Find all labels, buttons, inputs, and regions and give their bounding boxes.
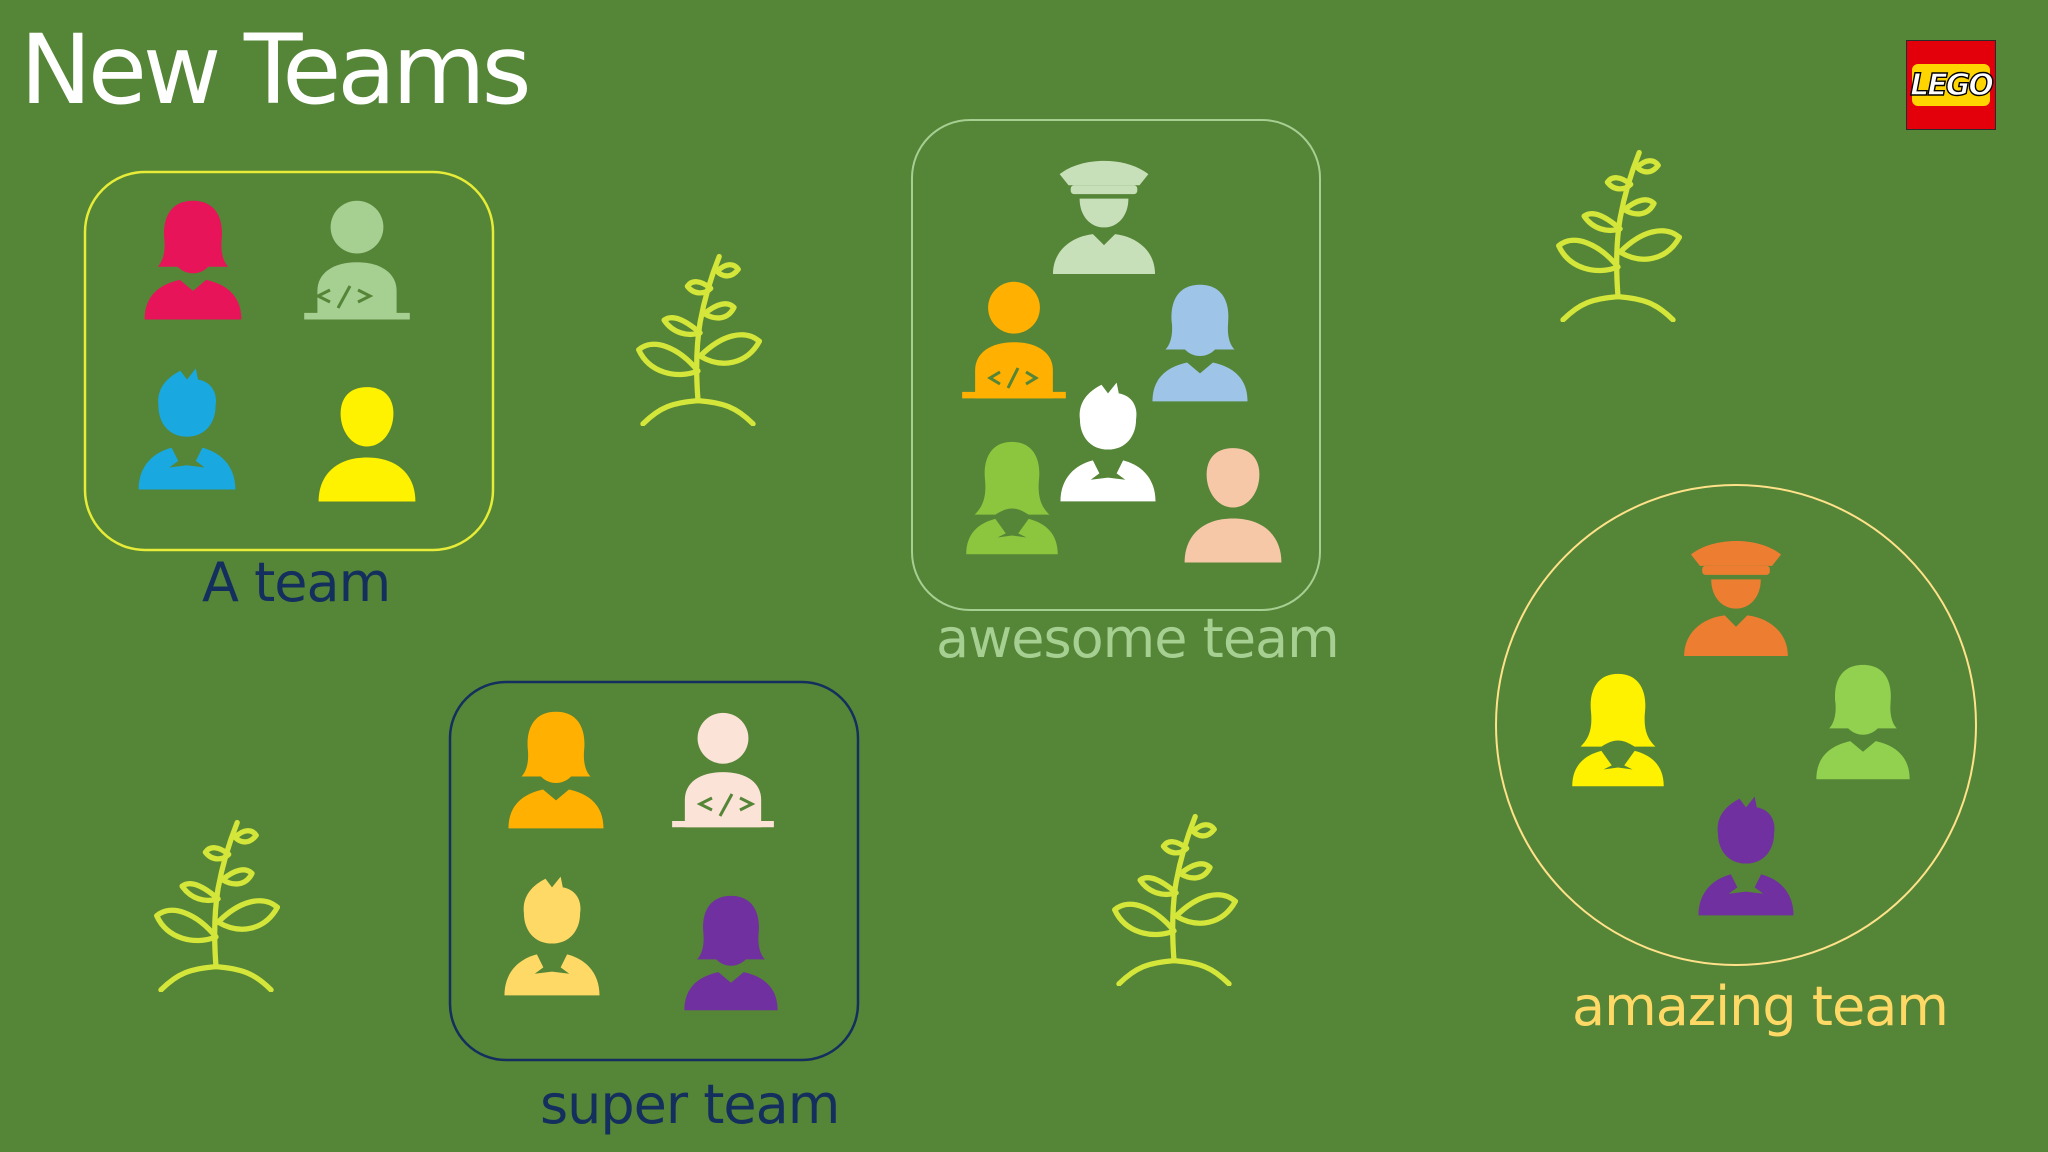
man-avatar (318, 387, 416, 502)
officer-avatar (1052, 160, 1156, 274)
sprout-icon (1115, 817, 1236, 984)
developer-avatar (962, 281, 1066, 399)
slide-title: New Teams (20, 14, 532, 126)
developer-avatar (304, 200, 410, 320)
woman-avatar (144, 200, 242, 320)
team-super-frame (448, 680, 860, 1062)
team-super-label: super team (540, 1073, 840, 1136)
team-amazing-frame (1495, 484, 1977, 966)
woman-avatar (1816, 664, 1910, 780)
boy-avatar (138, 368, 236, 490)
team-amazing-label: amazing team (1572, 975, 1949, 1038)
lego-logo-badge: LEGO (1909, 64, 1995, 106)
girl-avatar (966, 441, 1058, 555)
woman-avatar (1152, 284, 1248, 402)
team-awesome-frame (911, 119, 1321, 611)
officer-avatar (1684, 541, 1788, 656)
team-a-frame (83, 170, 495, 552)
team-a-group (83, 170, 495, 552)
team-amazing-group (1495, 484, 1977, 966)
girl-avatar (1572, 673, 1664, 787)
sprout-icon (1559, 153, 1680, 320)
code-icon (987, 367, 1039, 389)
boy-avatar (1060, 382, 1156, 502)
woman-avatar (684, 895, 778, 1011)
sprout-icon (157, 823, 278, 990)
team-a-label: A team (202, 551, 391, 614)
man-avatar (1184, 448, 1282, 563)
team-awesome-group (911, 119, 1321, 611)
woman-avatar (508, 711, 604, 829)
code-icon (314, 285, 374, 309)
lego-logo-text: LEGO (1909, 67, 1994, 103)
code-icon (696, 793, 756, 817)
team-awesome-label: awesome team (936, 607, 1340, 670)
sprout-icon (639, 257, 760, 424)
boy-avatar (1698, 796, 1794, 916)
boy-avatar (504, 876, 600, 996)
lego-logo: LEGO (1906, 40, 1996, 130)
team-super-group (448, 680, 860, 1062)
